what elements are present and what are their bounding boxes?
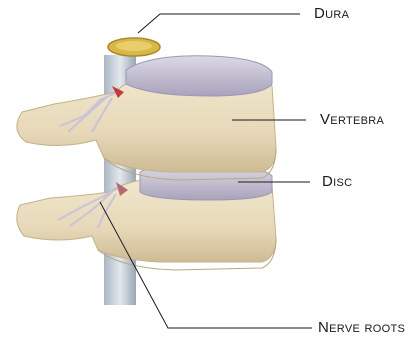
label-vertebra: Vertebra — [320, 111, 384, 128]
label-disc: Disc — [322, 173, 352, 190]
label-dura: Dura — [314, 5, 349, 22]
label-nerve-roots: Nerve roots — [318, 319, 405, 336]
upper-disc — [126, 56, 272, 96]
